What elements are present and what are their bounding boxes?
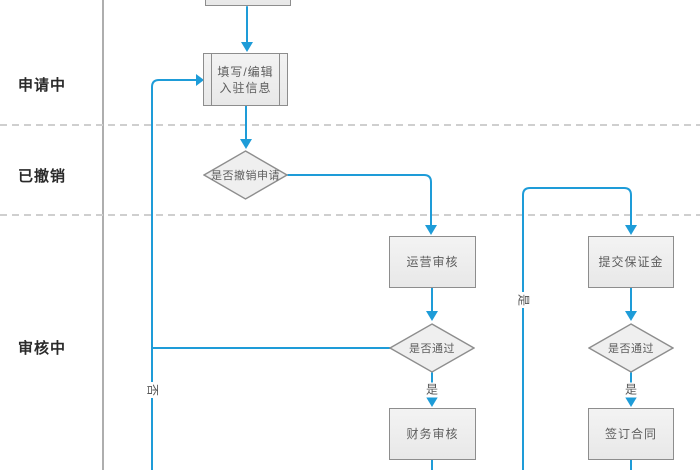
node-deposit-pass-decision: 是否通过 <box>588 323 674 373</box>
edge-label-return-no: 否 <box>144 381 160 399</box>
lane-label-reviewing: 审核中 <box>17 340 66 357</box>
node-finance-review: 财务审核 <box>389 408 476 460</box>
node-ops-review: 运营审核 <box>389 236 476 288</box>
node-start-box-clipped <box>205 0 291 6</box>
edge-submit-deposit-to-deposit-pass <box>625 287 637 321</box>
node-fill-info-label: 填写/编辑入驻信息 <box>217 64 274 95</box>
lane-divider-line <box>102 0 104 470</box>
edge-label-deposit-pass-yes: 是 <box>622 382 640 398</box>
lane-separator-1 <box>0 124 700 126</box>
node-submit-deposit-label: 提交保证金 <box>598 255 664 269</box>
node-sign-contract: 签订合同 <box>588 408 674 460</box>
node-ops-review-label: 运营审核 <box>406 255 459 269</box>
edge-start-to-fill-info <box>241 6 253 52</box>
edge-return-no-to-fill-info <box>151 74 204 470</box>
node-finance-review-label: 财务审核 <box>406 427 459 441</box>
edge-cancel-decision-to-ops-review <box>287 174 437 235</box>
lane-label-revoked: 已撤销 <box>17 168 66 185</box>
node-cancel-decision: 是否撤销申请 <box>203 150 288 200</box>
lane-separator-2 <box>0 214 700 216</box>
node-submit-deposit: 提交保证金 <box>588 236 674 288</box>
edge-ops-review-to-ops-pass <box>426 287 438 321</box>
predefined-process-bar-left <box>211 54 213 105</box>
node-sign-contract-label: 签订合同 <box>604 427 657 441</box>
node-ops-pass-decision: 是否通过 <box>389 323 475 373</box>
node-fill-info: 填写/编辑入驻信息 <box>203 53 288 106</box>
node-ops-pass-decision-label: 是否通过 <box>409 343 455 355</box>
predefined-process-bar-right <box>278 54 280 105</box>
edge-fill-info-to-cancel-decision <box>240 105 252 149</box>
edge-label-up-to-deposit-yes: 是 <box>515 291 531 309</box>
node-cancel-decision-label: 是否撤销申请 <box>211 170 280 182</box>
node-deposit-pass-decision-label: 是否通过 <box>608 343 654 355</box>
edge-label-ops-pass-yes: 是 <box>423 382 441 398</box>
lane-label-applying: 申请中 <box>17 77 66 94</box>
